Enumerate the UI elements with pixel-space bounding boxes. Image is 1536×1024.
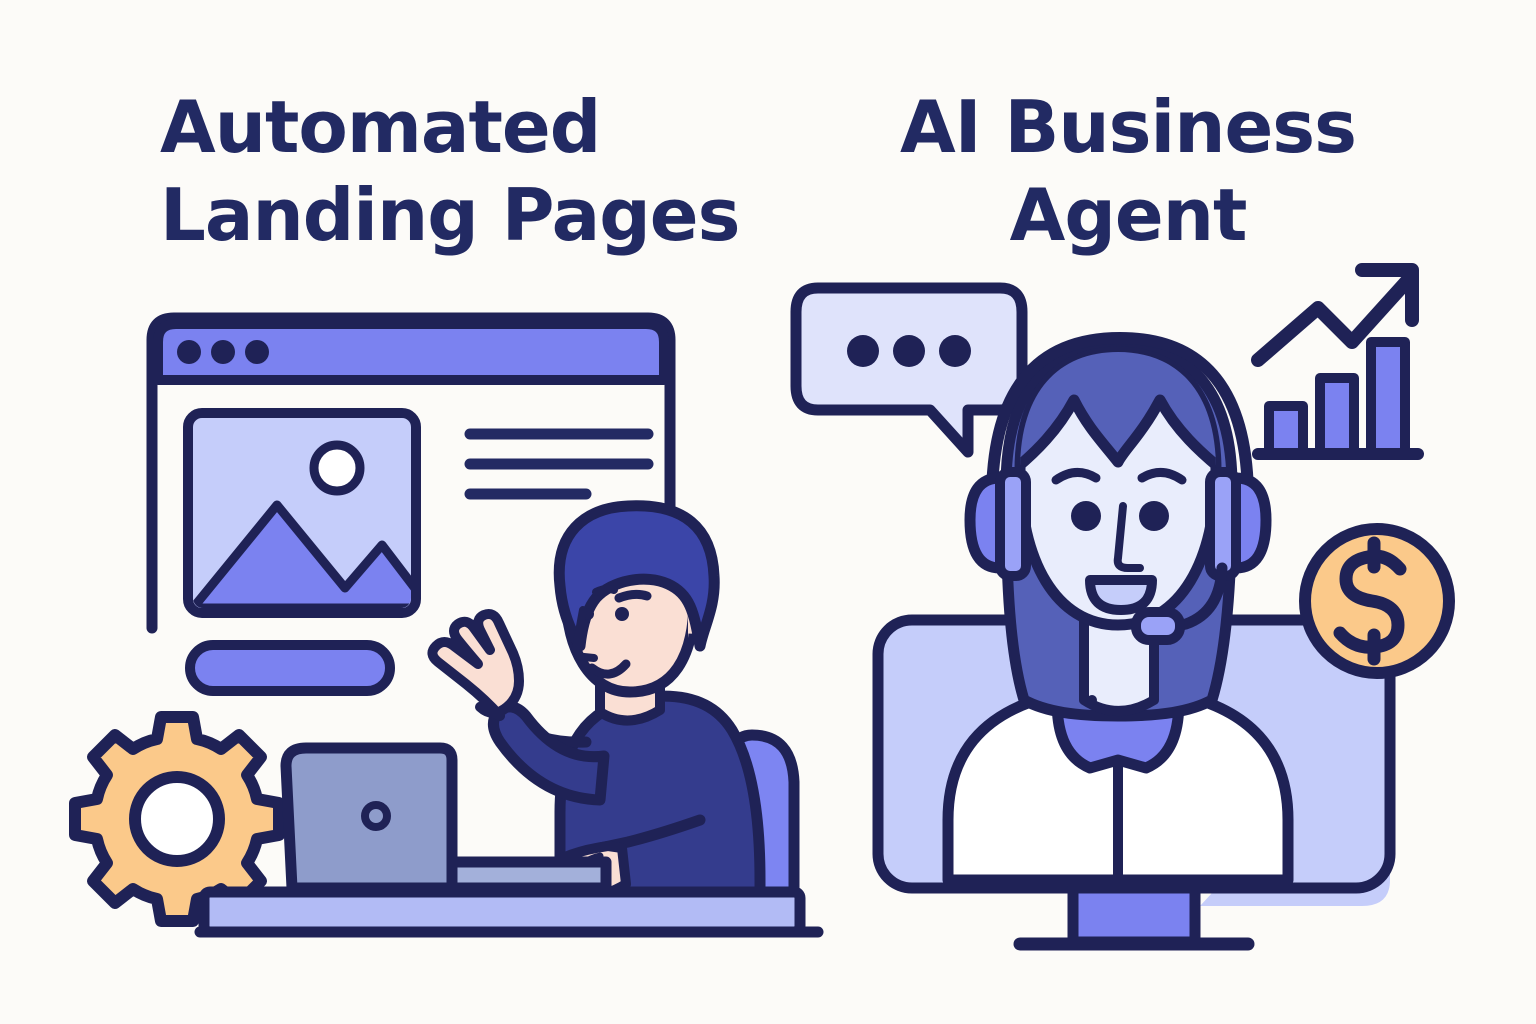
chat-bubble-icon[interactable] xyxy=(790,282,1028,458)
right-title-line-1: AI Business xyxy=(900,85,1356,169)
left-title-line-2: Landing Pages xyxy=(160,173,739,257)
eye-right xyxy=(615,607,629,621)
left-panel-title: Automated Landing Pages xyxy=(160,85,740,257)
headset-icon[interactable] xyxy=(964,331,1272,645)
neck xyxy=(1079,615,1159,716)
sun-icon xyxy=(309,440,365,496)
headset-band xyxy=(986,331,1254,506)
cta-button-placeholder[interactable] xyxy=(185,640,395,696)
left-title-line-1: Automated xyxy=(160,85,600,169)
dollar-coin-icon[interactable] xyxy=(1299,523,1455,679)
hair-fringe xyxy=(1020,352,1216,476)
image-placeholder-art xyxy=(193,500,411,608)
eyebrow-right xyxy=(1137,468,1187,485)
microphone-icon xyxy=(1131,607,1185,645)
typing-dot-2 xyxy=(893,335,925,367)
ear-pad-left xyxy=(995,467,1031,581)
typing-dot-1 xyxy=(847,335,879,367)
eyebrow-left xyxy=(592,584,618,596)
bar-1 xyxy=(1264,401,1308,459)
desk-top xyxy=(198,886,806,938)
laptop-keyboard-deck xyxy=(446,856,612,894)
trend-arrowhead-icon xyxy=(1355,263,1419,327)
browser-traffic-lights[interactable] xyxy=(177,340,269,364)
browser-window-mockup[interactable] xyxy=(146,312,676,696)
nose xyxy=(571,606,598,662)
right-title-line-2: Agent xyxy=(1010,173,1247,257)
text-line-placeholders xyxy=(464,428,654,500)
typing-dot-3 xyxy=(939,335,971,367)
gear-icon[interactable] xyxy=(69,711,285,927)
monitor-stand xyxy=(1067,882,1201,948)
mic-boom xyxy=(1162,562,1228,634)
window-dot-minimize[interactable] xyxy=(211,340,235,364)
eyebrow-right xyxy=(614,589,652,603)
eye-right xyxy=(1139,501,1169,531)
window-dot-maximize[interactable] xyxy=(245,340,269,364)
bar-3 xyxy=(1366,337,1410,459)
eyebrow-left xyxy=(1051,468,1101,485)
window-dot-close[interactable] xyxy=(177,340,201,364)
gear-hole xyxy=(129,771,225,867)
laptop-logo xyxy=(361,801,391,831)
shirt-button xyxy=(1087,695,1097,705)
growth-chart-icon[interactable] xyxy=(1251,263,1424,460)
eye-left xyxy=(1071,501,1101,531)
typing-dots xyxy=(847,335,971,367)
desk xyxy=(194,886,824,938)
trend-line xyxy=(1251,273,1415,367)
image-placeholder[interactable] xyxy=(183,408,430,618)
browser-title-bar xyxy=(153,319,669,385)
ear-pad-right xyxy=(1205,467,1241,581)
mouth xyxy=(587,659,631,679)
bangs xyxy=(1020,352,1216,476)
support-agent-avatar xyxy=(942,331,1294,886)
right-panel-title: AI Business Agent xyxy=(900,85,1357,257)
pointing-hand xyxy=(427,609,524,721)
browser-frame-outline xyxy=(146,312,676,634)
bar-2 xyxy=(1315,373,1359,459)
chat-bubble-body xyxy=(790,282,1028,458)
typing-arm-crease xyxy=(594,814,706,854)
nose xyxy=(1113,502,1144,572)
mountain-shape-icon xyxy=(193,500,411,608)
mouth xyxy=(1085,575,1157,615)
